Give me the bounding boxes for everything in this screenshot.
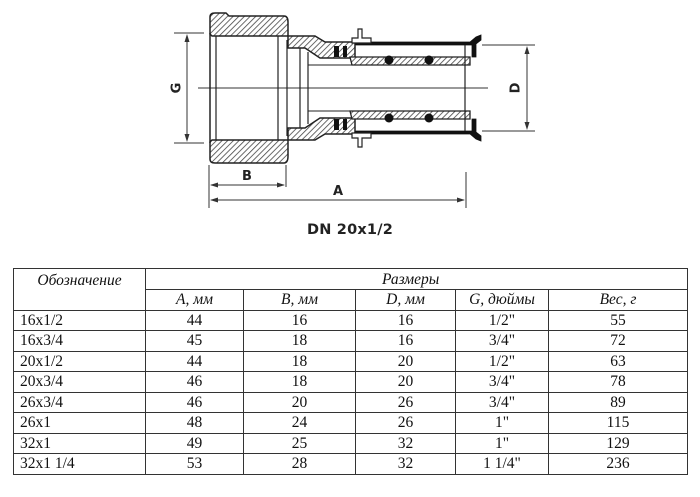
designation-cell: 26x1 [13, 412, 146, 434]
d-cell: 20 [355, 350, 456, 372]
designation-cell: 32x1 [13, 432, 146, 454]
fitting-cross-section-drawing: G D B A [170, 12, 535, 208]
a-cell: 53 [145, 453, 244, 475]
press-sleeve-bottom [353, 118, 482, 142]
designation-cell: 32x1 1/4 [13, 453, 146, 475]
dimension-d-label: D [509, 82, 524, 93]
table-row: 16x3/4 45 18 16 3/4" 72 [13, 330, 689, 352]
b-cell: 24 [243, 412, 356, 434]
b-cell: 20 [243, 391, 356, 413]
b-cell: 18 [243, 371, 356, 393]
a-cell: 46 [145, 371, 244, 393]
dimensions-group-header: Размеры [144, 268, 689, 290]
table-row: 32x1 49 25 32 1" 129 [13, 432, 689, 454]
g-cell: 1" [455, 432, 549, 454]
press-sleeve-top [353, 34, 482, 58]
g-cell: 1" [455, 412, 549, 434]
designation-header: Обозначение [13, 268, 146, 311]
weight-cell: 63 [547, 350, 689, 372]
dimension-b-label: B [242, 169, 252, 184]
weight-cell: 115 [547, 412, 689, 434]
d-cell: 16 [355, 330, 456, 352]
dimension-g-label: G [170, 83, 185, 94]
g-cell: 3/4" [455, 330, 549, 352]
a-cell: 44 [145, 309, 244, 331]
weight-cell: 78 [547, 371, 689, 393]
column-header-g: G, дюймы [455, 289, 549, 311]
b-cell: 18 [243, 350, 356, 372]
table-row: 26x3/4 46 20 26 3/4" 89 [13, 391, 689, 413]
drawing-caption: DN 20x1/2 [306, 222, 394, 238]
b-cell: 28 [243, 453, 356, 475]
designation-cell: 20x3/4 [13, 371, 146, 393]
g-cell: 1 1/4" [455, 453, 549, 475]
o-ring-top-1 [384, 55, 394, 65]
column-header-weight: Вес, г [547, 289, 689, 311]
designation-cell: 26x3/4 [13, 391, 146, 413]
g-cell: 3/4" [455, 391, 549, 413]
o-ring-top-2 [424, 55, 434, 65]
b-cell: 16 [243, 309, 356, 331]
column-header-b: B, мм [243, 289, 356, 311]
d-cell: 20 [355, 371, 456, 393]
table-row: 20x1/2 44 18 20 1/2" 63 [13, 350, 689, 372]
table-row: 26x1 48 24 26 1" 115 [13, 412, 689, 434]
d-cell: 26 [355, 391, 456, 413]
a-cell: 46 [145, 391, 244, 413]
retaining-tab-top [351, 28, 372, 44]
weight-cell: 72 [547, 330, 689, 352]
o-ring-bottom-2 [424, 113, 434, 123]
g-cell: 1/2" [455, 350, 549, 372]
g-cell: 3/4" [455, 371, 549, 393]
a-cell: 49 [145, 432, 244, 454]
retaining-tab-bottom [351, 132, 372, 148]
d-cell: 32 [355, 453, 456, 475]
b-cell: 18 [243, 330, 356, 352]
g-cell: 1/2" [455, 309, 549, 331]
d-cell: 32 [355, 432, 456, 454]
designation-cell: 20x1/2 [13, 350, 146, 372]
nut-top-section [209, 12, 289, 37]
pipe-sleeve-bottom [349, 110, 471, 120]
b-cell: 25 [243, 432, 356, 454]
weight-cell: 89 [547, 391, 689, 413]
designation-cell: 16x3/4 [13, 330, 146, 352]
d-cell: 26 [355, 412, 456, 434]
dimension-a-label: A [333, 184, 343, 199]
a-cell: 48 [145, 412, 244, 434]
weight-cell: 236 [547, 453, 689, 475]
weight-cell: 55 [547, 309, 689, 331]
table-row: 20x3/4 46 18 20 3/4" 78 [13, 371, 689, 393]
dimensions-table: Обозначение Размеры A, мм B, мм D, мм G,… [13, 268, 689, 475]
table-row: 32x1 1/4 53 28 32 1 1/4" 236 [13, 453, 689, 475]
table-header-row-1: Обозначение Размеры [13, 268, 689, 311]
o-ring-bottom-1 [384, 113, 394, 123]
weight-cell: 129 [547, 432, 689, 454]
table-row: 16x1/2 44 16 16 1/2" 55 [13, 309, 689, 331]
nut-bottom-section [209, 139, 289, 164]
a-cell: 44 [145, 350, 244, 372]
column-header-a: A, мм [145, 289, 244, 311]
designation-cell: 16x1/2 [13, 309, 146, 331]
column-header-d: D, мм [355, 289, 456, 311]
d-cell: 16 [355, 309, 456, 331]
a-cell: 45 [145, 330, 244, 352]
pipe-sleeve-top [349, 56, 471, 66]
